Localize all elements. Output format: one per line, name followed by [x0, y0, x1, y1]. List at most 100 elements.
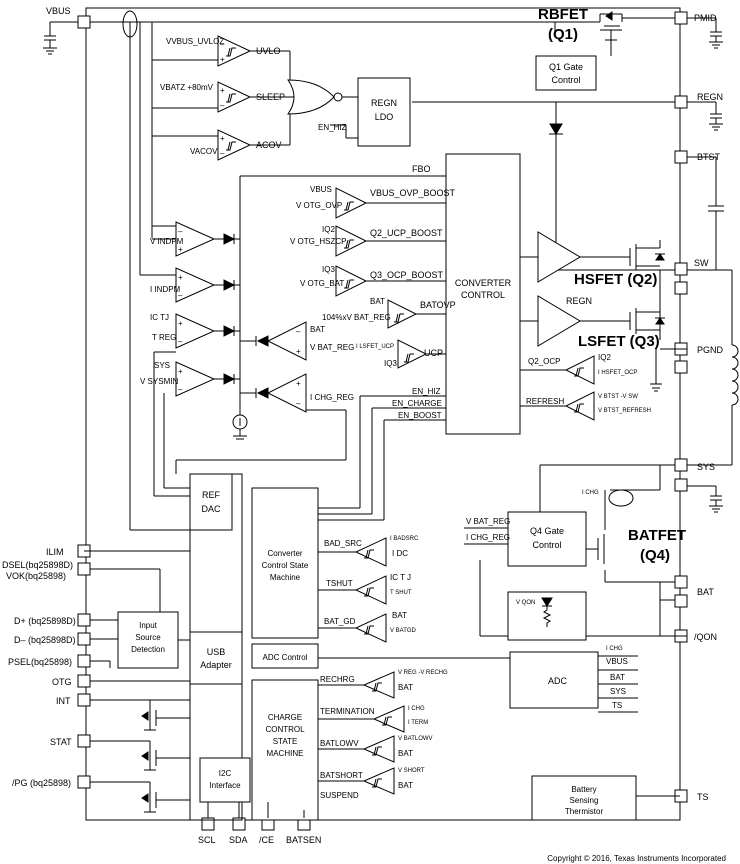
tj-amp: +– IC TJ T REG [150, 313, 240, 349]
svg-text:–: – [296, 399, 301, 408]
svg-text:CHARGE: CHARGE [268, 713, 302, 722]
svg-text:–: – [178, 291, 183, 300]
svg-text:ADC: ADC [548, 676, 568, 686]
svg-text:BATFET: BATFET [628, 527, 686, 544]
svg-text:Q4 Gate: Q4 Gate [530, 526, 564, 536]
pin-otg: OTG [52, 674, 91, 688]
svg-text:SW: SW [694, 258, 709, 268]
svg-text:–: – [220, 40, 225, 49]
pin-int: INT [56, 693, 91, 707]
regn-ldo: REGN LDO [357, 77, 411, 147]
svg-text:TS: TS [612, 701, 622, 710]
pin-sda: SDA [229, 817, 248, 845]
svg-text:I CHG: I CHG [606, 646, 623, 652]
svg-text:UCP: UCP [424, 348, 443, 358]
svg-text:I CHG: I CHG [582, 490, 599, 496]
pin-pg: /PG (bq25898) [12, 775, 91, 789]
svg-text:I CHG_REG: I CHG_REG [466, 533, 510, 542]
svg-text:BAD_SRC: BAD_SRC [324, 539, 362, 548]
svg-text:BAT: BAT [398, 781, 413, 790]
svg-text:VBUS: VBUS [606, 657, 628, 666]
pg-nfet [90, 781, 190, 813]
uvlo-comparator: –+ VVBUS_UVLOZ UVLO [152, 35, 291, 82]
svg-text:–: – [296, 327, 301, 336]
svg-text:IQ2: IQ2 [598, 353, 611, 362]
svg-text:D– (bq25898D): D– (bq25898D) [14, 635, 76, 645]
svg-text:I HSFET_OCP: I HSFET_OCP [598, 370, 637, 376]
svg-text:LSFET (Q3): LSFET (Q3) [578, 333, 660, 350]
lsfet: LSFET (Q3) [578, 308, 665, 350]
rechrg-comparator: RECHRG V REG -V RECHG BAT [318, 670, 448, 699]
int-nfet [90, 699, 190, 731]
svg-text:VOK(bq25898): VOK(bq25898) [6, 571, 66, 581]
pin-ce: /CE [259, 817, 275, 845]
svg-text:/PG (bq25898): /PG (bq25898) [12, 778, 71, 788]
ls-driver: REGN [520, 295, 630, 347]
svg-text:FBO: FBO [412, 164, 431, 174]
svg-text:CONVERTER: CONVERTER [455, 278, 512, 288]
sleep-comparator: +– VBATZ +80mV SLEEP [152, 81, 300, 113]
pin-dsel: DSEL(bq25898D) VOK(bq25898) [2, 560, 91, 581]
svg-text:Machine: Machine [270, 573, 301, 582]
svg-text:ILIM: ILIM [46, 547, 64, 557]
svg-text:INT: INT [56, 696, 71, 706]
svg-text:STAT: STAT [50, 737, 72, 747]
svg-text:Control: Control [551, 75, 580, 85]
svg-text:V BTST -V SW: V BTST -V SW [598, 394, 638, 400]
svg-text:EN_HIZ: EN_HIZ [318, 123, 347, 132]
copyright: Copyright © 2016, Texas Instruments Inco… [547, 854, 726, 863]
svg-text:VBATZ +80mV: VBATZ +80mV [160, 83, 214, 92]
q4-gate-control: Q4 Gate Control V BAT_REG I CHG_REG I CH… [464, 490, 599, 567]
converter-state-machine: Converter Control State Machine [251, 487, 319, 639]
svg-text:(Q4): (Q4) [640, 547, 670, 564]
svg-text:I BADSRC: I BADSRC [390, 536, 419, 542]
batfet: BATFET (Q4) [597, 527, 686, 564]
svg-text:Thermistor: Thermistor [565, 807, 604, 816]
svg-text:Source: Source [135, 633, 161, 642]
hsfet: HSFET (Q2) [574, 240, 665, 288]
svg-text:BATSEN: BATSEN [286, 835, 321, 845]
q2-ocp-comparator: Q2_OCP IQ2 I HSFET_OCP [520, 353, 637, 385]
vbat-reg-amp: –+ BAT V BAT_REG [240, 321, 354, 361]
svg-text:EN_BOOST: EN_BOOST [398, 411, 442, 420]
svg-text:Sensing: Sensing [570, 796, 599, 805]
battery-sensing-thermistor: Battery Sensing Thermistor [531, 775, 637, 821]
svg-text:V BATGD: V BATGD [390, 628, 417, 634]
svg-text:+: + [178, 245, 183, 254]
svg-text:VBUS_OVP_BOOST: VBUS_OVP_BOOST [370, 188, 456, 198]
charge-control-state-machine: CHARGE CONTROL STATE MACHINE [251, 679, 319, 821]
svg-text:Control State: Control State [262, 561, 309, 570]
svg-text:BATSHORT: BATSHORT [320, 771, 363, 780]
svg-text:Q1 Gate: Q1 Gate [549, 62, 583, 72]
svg-text:STATE: STATE [273, 737, 298, 746]
termination-comparator: TERMINATION I CHG I TERM [318, 705, 428, 733]
svg-text:OTG: OTG [52, 677, 72, 687]
svg-text:Q3_OCP_BOOST: Q3_OCP_BOOST [370, 270, 444, 280]
svg-text:/QON: /QON [694, 632, 717, 642]
svg-text:(Q1): (Q1) [548, 26, 578, 43]
svg-text:SYS: SYS [610, 687, 626, 696]
svg-text:BATLOWV: BATLOWV [320, 739, 359, 748]
svg-text:TS: TS [697, 792, 709, 802]
adc-control: ADC Control [251, 643, 319, 669]
batshort-comparator: BATSHORT V SHORT BAT [318, 767, 425, 795]
svg-text:Battery: Battery [571, 785, 596, 794]
hs-driver [520, 231, 630, 283]
rbfet: RBFET (Q1) [538, 6, 623, 56]
i2c-interface: I2C Interface [199, 757, 305, 818]
converter-control: CONVERTER CONTROL FBO [412, 153, 521, 435]
q2-ucp-boost-comparator: IQ2 V OTG_HSZCP Q2_UCP_BOOST [290, 225, 446, 257]
q1-gate-control: Q1 Gate Control [535, 55, 597, 91]
pin-pgnd: PGND [674, 342, 724, 374]
svg-text:REF: REF [202, 490, 221, 500]
svg-text:IQ2: IQ2 [322, 225, 335, 234]
svg-text:V BTST_REFRESH: V BTST_REFRESH [598, 408, 651, 414]
svg-text:V OTG_HSZCP: V OTG_HSZCP [290, 237, 346, 246]
svg-text:T SHUT: T SHUT [390, 590, 412, 596]
svg-text:+: + [178, 273, 183, 282]
svg-text:+: + [220, 55, 225, 64]
svg-text:Adapter: Adapter [200, 660, 232, 670]
pin-ilim: ILIM [46, 544, 91, 558]
svg-text:–: – [178, 227, 183, 236]
svg-text:IQ3: IQ3 [384, 359, 397, 368]
